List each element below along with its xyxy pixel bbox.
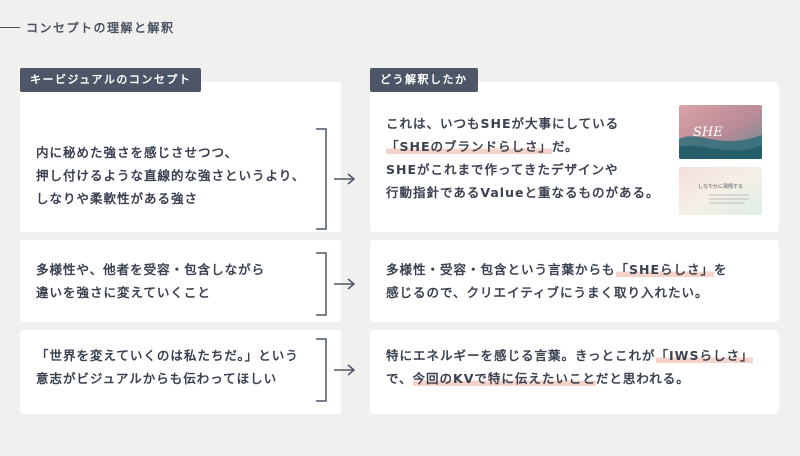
concept-card-1 [20,82,341,232]
concept-2-line-1: 多様性や、他者を受容・包含しながら [36,262,266,277]
interp-3-line-2-post: だと思われる。 [595,371,690,386]
interp-1-line-3: SHEがこれまで作ってきたデザインや [386,162,619,177]
interp-3-line-1-pre: 特にエネルギーを感じる言葉。きっとこれが [386,348,656,363]
highlight-kv: 今回のKVで特に伝えたいこと [412,371,596,386]
interp-1-line-4: 行動指針であるValueと重なるものがある。 [386,185,660,200]
kv-image-2: しなやかに飛翔する [679,167,762,215]
interp-2-line-1-post: を [714,262,728,277]
concept-1-line-1: 内に秘めた強さを感じさせつつ、 [36,145,239,160]
interpretation-tag: どう解釈したか [370,68,478,92]
concept-tag: キービジュアルのコンセプト [20,68,202,92]
interp-2-line-1: 多様性・受容・包含という言葉からも「SHEらしさ」を [386,258,728,281]
kv-image-1: SHE [679,105,762,159]
interpretation-2-text: 多様性・受容・包含という言葉からも「SHEらしさ」を 感じるので、クリエイティブ… [386,258,728,304]
interp-2-line-2: 感じるので、クリエイティブにうまく取り入れたい。 [386,285,709,300]
kv-thumbnail-1: SHE [679,105,762,159]
interp-3-line-2: で、今回のKVで特に伝えたいことだと思われる。 [386,367,753,390]
interp-3-line-2-pre: で、 [386,371,413,386]
concept-card-3 [20,330,341,414]
section-header: コンセプトの理解と解釈 [0,19,175,36]
highlight-brand: 「SHEのブランドらしさ」 [386,139,553,154]
section-title: コンセプトの理解と解釈 [26,21,175,35]
interp-1-line-2: 「SHEのブランドらしさ」だ。 [386,135,659,158]
bracket-3 [316,338,327,402]
concept-3-text: 「世界を変えていくのは私たちだ。」という 意志がビジュアルからも伝わってほしい [36,344,299,390]
kv-thumbnail-2: しなやかに飛翔する [679,167,762,215]
interpretation-1-text: これは、いつもSHEが大事にしている 「SHEのブランドらしさ」だ。 SHEがこ… [386,112,659,204]
bracket-1 [316,128,327,230]
interp-3-line-1: 特にエネルギーを感じる言葉。きっとこれが「IWSらしさ」 [386,344,754,367]
kv-2-title: しなやかに飛翔する [698,183,743,190]
concept-1-line-2: 押し付けるような直線的な強さというより、 [36,168,306,183]
concept-3-line-1: 「世界を変えていくのは私たちだ。」という [36,348,299,363]
concept-2-text: 多様性や、他者を受容・包含しながら 違いを強さに変えていくこと [36,258,265,304]
bracket-2 [316,252,327,316]
interpretation-card-2 [370,240,779,322]
interpretation-3-text: 特にエネルギーを感じる言葉。きっとこれが「IWSらしさ」 で、今回のKVで特に伝… [386,344,754,390]
highlight-iws: 「IWSらしさ」 [655,348,754,363]
arrow-right-icon [334,278,356,290]
highlight-she: 「SHEらしさ」 [615,262,715,277]
interp-2-line-1-pre: 多様性・受容・包含という言葉からも [386,262,616,277]
concept-3-line-2: 意志がビジュアルからも伝わってほしい [36,371,278,386]
kv-1-logo: SHE [693,125,723,140]
interp-1-line-1: これは、いつもSHEが大事にしている [386,116,620,131]
interp-1-line-2-rest: だ。 [552,139,579,154]
header-rule [0,27,20,28]
concept-2-line-2: 違いを強さに変えていくこと [36,285,211,300]
concept-1-text: 内に秘めた強さを感じさせつつ、 押し付けるような直線的な強さというより、 しなり… [36,141,305,210]
concept-1-line-3: しなりや柔軟性がある強さ [36,191,199,206]
arrow-right-icon [334,173,356,185]
concept-card-2 [20,240,341,322]
arrow-right-icon [334,364,356,376]
